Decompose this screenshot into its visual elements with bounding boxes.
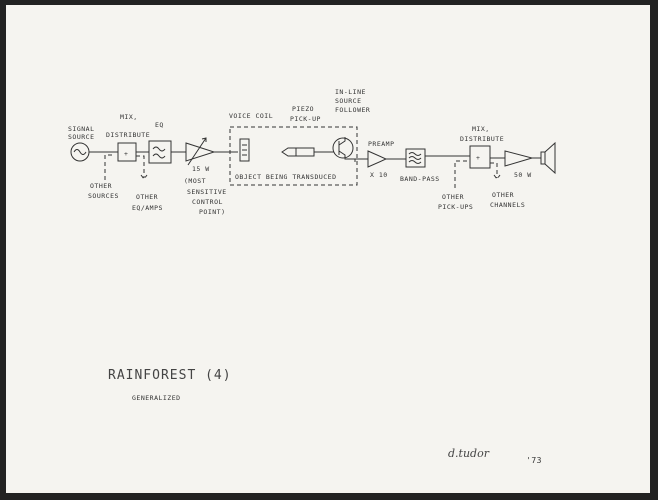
voice-coil-label: VOICE COIL (229, 112, 273, 120)
object-being-transduced-box (229, 126, 358, 186)
sine-wave-icon (73, 149, 87, 155)
signal-source-label-2: SOURCE (68, 133, 94, 141)
voice-coil (239, 138, 250, 162)
other-channels-label-1: OTHER (492, 191, 514, 199)
follower-label-3: FOLLOWER (335, 106, 370, 114)
follower-label-1: IN-LINE (335, 88, 366, 96)
preamp-label: PREAMP (368, 140, 394, 148)
other-eq-label-2: EQ/AMPS (132, 204, 163, 212)
piezo-label-1: PIEZO (292, 105, 314, 113)
title: RAINFOREST (4) (108, 368, 232, 383)
object-label: OBJECT BEING TRANSDUCED (235, 173, 337, 181)
mix1-label-2: DISTRIBUTE (106, 131, 150, 139)
other-sources-label-1: OTHER (90, 182, 112, 190)
amplifier-15w: 15 W (MOST SENSITIVE CONTROL POINT) (184, 137, 227, 216)
plus-symbol: + (124, 150, 128, 158)
variable-gain-arrow-icon (187, 137, 207, 166)
mix2-label-1: MIX, (472, 125, 490, 133)
plus-symbol: + (476, 154, 480, 162)
other-channels-label-2: CHANNELS (490, 201, 525, 209)
mix2-label-2: DISTRIBUTE (460, 135, 504, 143)
signal-source-label-1: SIGNAL (68, 125, 94, 133)
amp1-label: 15 W (192, 165, 210, 173)
preamp-gain-label: X 10 (370, 171, 388, 179)
subtitle: GENERALIZED (132, 394, 181, 402)
amp1-note-3: CONTROL (192, 198, 223, 206)
eq-label: EQ (155, 121, 164, 129)
mix1-label-1: MIX, (120, 113, 138, 121)
piezo-label-2: PICK-UP (290, 115, 321, 123)
bandpass-label: BAND-PASS (400, 175, 440, 183)
other-pickups-label-2: PICK-UPS (438, 203, 473, 211)
source-follower-transistor: IN-LINE SOURCE FOLLOWER (332, 88, 370, 162)
preamp: PREAMP X 10 (367, 140, 394, 179)
follower-label-2: SOURCE (335, 97, 361, 105)
loudspeaker-icon (540, 141, 556, 175)
paper (6, 5, 650, 493)
other-sources-label-2: SOURCES (88, 192, 119, 200)
other-pickups-label-1: OTHER (442, 193, 464, 201)
signature: d.tudor (448, 447, 490, 460)
year: '73 (526, 456, 542, 465)
amp1-note-1: (MOST (184, 177, 206, 185)
mix-distribute-2: + MIX, DISTRIBUTE (460, 125, 504, 169)
other-eq-label-1: OTHER (136, 193, 158, 201)
amplifier-50w: 50 W (504, 150, 534, 179)
band-pass-filter: BAND-PASS (400, 148, 440, 183)
amp1-note-4: POINT) (199, 208, 225, 216)
amp1-note-2: SENSITIVE (187, 188, 227, 196)
amp2-label: 50 W (514, 171, 532, 179)
